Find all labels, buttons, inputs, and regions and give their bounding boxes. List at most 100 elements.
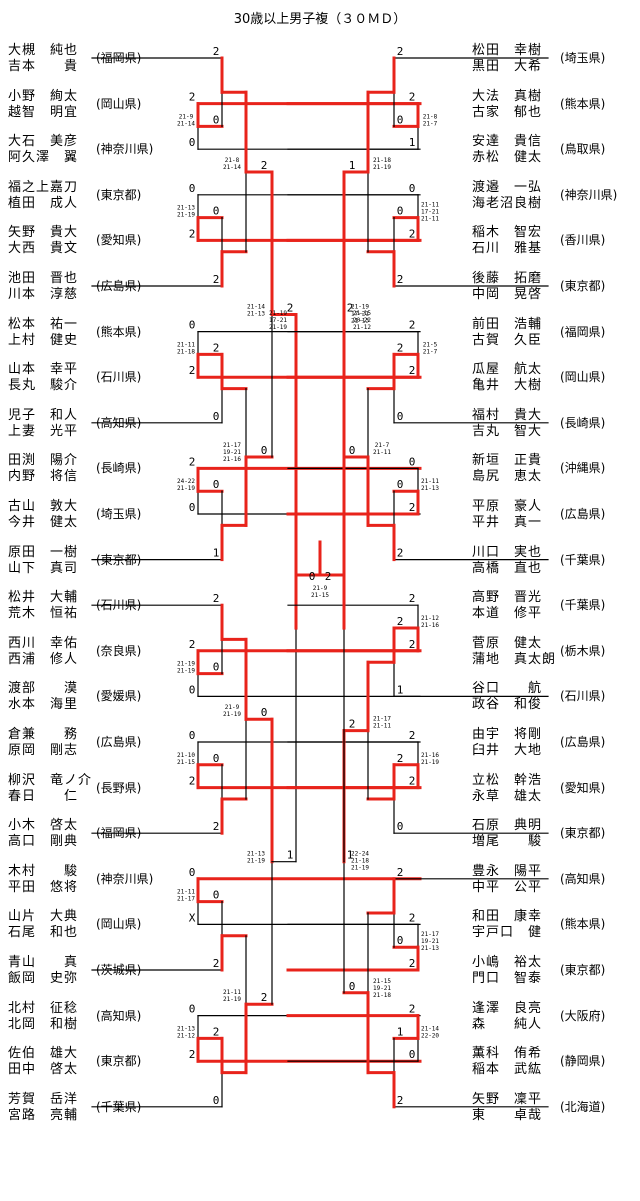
left-entry: 北村 征稔北岡 和樹: [8, 1001, 108, 1033]
score: 1: [397, 1025, 404, 1038]
score: 2: [409, 729, 416, 742]
game-score: 21-16: [421, 622, 439, 629]
game-score: 21-13: [247, 851, 265, 858]
right-entry: 瓜屋 航太亀井 大樹: [472, 362, 572, 394]
prefecture-label: (広島県): [96, 735, 142, 749]
score: 0: [397, 934, 404, 947]
player-name: 小嶋 裕太: [472, 955, 543, 970]
game-score: 21-19: [177, 212, 195, 219]
game-score: 21-13: [421, 945, 439, 952]
player-name: 渡部 漠: [8, 681, 79, 697]
game-score: 21-18: [373, 157, 391, 164]
game-score: 21-13: [177, 205, 195, 212]
prefecture-label: (栃木県): [560, 643, 606, 658]
player-name: 大石 美彦: [8, 134, 79, 150]
score: 0: [213, 410, 220, 423]
left-entry: 池田 晋也川本 淳慈: [8, 271, 108, 303]
score: 0: [213, 478, 220, 491]
game-score: 21-19: [177, 668, 195, 675]
game-score: 21-13: [247, 311, 265, 318]
score: 0: [213, 889, 220, 902]
game-score: 24-22: [177, 478, 195, 485]
game-score: 17-21: [351, 311, 369, 318]
player-name: 安達 貴信: [472, 134, 543, 150]
player-name: 政谷 和俊: [472, 697, 543, 713]
score: 2: [325, 570, 332, 583]
prefecture-label: (奈良県): [96, 643, 142, 658]
player-name: 原岡 剛志: [8, 743, 79, 758]
player-name: 木村 駿: [8, 863, 79, 879]
score: 0: [189, 729, 196, 742]
prefecture-label: (香川県): [560, 233, 606, 248]
player-name: 大法 真樹: [472, 88, 543, 104]
player-name: 矢野 貴大: [8, 225, 79, 241]
player-name: 高橋 直也: [472, 560, 543, 576]
player-name: 稲木 智宏: [472, 225, 543, 241]
player-name: 矢野 凜平: [472, 1091, 543, 1107]
player-name: 青山 真: [8, 955, 79, 970]
right-entry: 平原 豪人平井 真一: [472, 499, 572, 531]
left-entry: 渡部 漠水本 海里: [8, 681, 108, 713]
player-name: 水本 海里: [8, 697, 79, 713]
game-score: 21-17: [223, 442, 241, 449]
left-entry: 倉兼 務原岡 剛志: [8, 727, 108, 759]
game-score: 21-19: [269, 324, 287, 331]
game-score: 17-21: [269, 317, 287, 324]
score: 2: [409, 775, 416, 788]
score: 1: [347, 849, 354, 862]
player-name: 渡邉 一弘: [472, 179, 543, 195]
left-entry: 山片 大典石尾 和也: [8, 909, 108, 941]
player-name: 古山 敦大: [8, 499, 79, 514]
player-name: 和田 康幸: [472, 909, 543, 925]
player-name: 植田 成人: [8, 195, 79, 211]
player-name: 今井 健太: [8, 515, 79, 530]
game-score: 21-15: [311, 592, 329, 599]
right-entry: 川口 実也高橋 直也: [472, 545, 572, 577]
score: 0: [397, 205, 404, 218]
player-name: 永草 雄太: [472, 788, 543, 804]
prefecture-label: (東京都): [560, 826, 606, 841]
player-name: 臼井 大地: [472, 743, 543, 758]
score: 2: [189, 364, 196, 377]
prefecture-label: (石川県): [560, 689, 606, 704]
left-entry: 青山 真飯岡 史弥: [8, 955, 108, 987]
right-entry: 小嶋 裕太門口 智泰: [472, 955, 572, 987]
score: 2: [409, 91, 416, 104]
score: 2: [409, 319, 416, 332]
game-score: 21-11: [421, 216, 439, 223]
game-score: 20-22: [353, 317, 371, 324]
score: 0: [189, 136, 196, 149]
game-score: 21-16: [421, 752, 439, 759]
left-entry: 西川 幸佑西浦 修人: [8, 636, 108, 668]
game-score: 21-11: [223, 989, 241, 996]
right-entry: 石原 典明増尾 駿: [472, 818, 572, 850]
left-entry: 福之上嘉刀植田 成人: [8, 180, 108, 212]
player-name: 田渕 陽介: [8, 453, 79, 469]
score: 0: [213, 661, 220, 674]
prefecture-label: (岡山県): [96, 917, 142, 932]
player-name: 北岡 和樹: [8, 1016, 79, 1032]
score: 2: [347, 302, 354, 315]
score: 1: [349, 159, 356, 172]
player-name: 上村 健史: [8, 332, 79, 348]
player-name: 黒田 大希: [472, 59, 543, 74]
score: 0: [213, 1094, 220, 1107]
player-name: 山下 真司: [8, 560, 79, 576]
game-score: 21-15: [373, 978, 391, 985]
game-score: 22-24: [351, 851, 369, 858]
score: 2: [213, 592, 220, 605]
game-score: 21-19: [269, 310, 287, 317]
left-entry: 矢野 貴大大西 貴文: [8, 225, 108, 257]
score: 0: [189, 319, 196, 332]
score: 2: [409, 1003, 416, 1016]
right-entry: 立松 幹浩永草 雄太: [472, 773, 572, 805]
score: 2: [397, 866, 404, 879]
game-score: 21-8: [225, 157, 240, 164]
right-entry: 松田 幸樹黒田 大希: [472, 43, 572, 75]
player-name: 小野 絢太: [8, 88, 79, 104]
score: 2: [397, 752, 404, 765]
score: 0: [397, 820, 404, 833]
game-score: 21-11: [421, 478, 439, 485]
right-entry: 渡邉 一弘海老沼良樹: [472, 180, 572, 212]
left-entry: 松本 祐一上村 健史: [8, 317, 108, 349]
